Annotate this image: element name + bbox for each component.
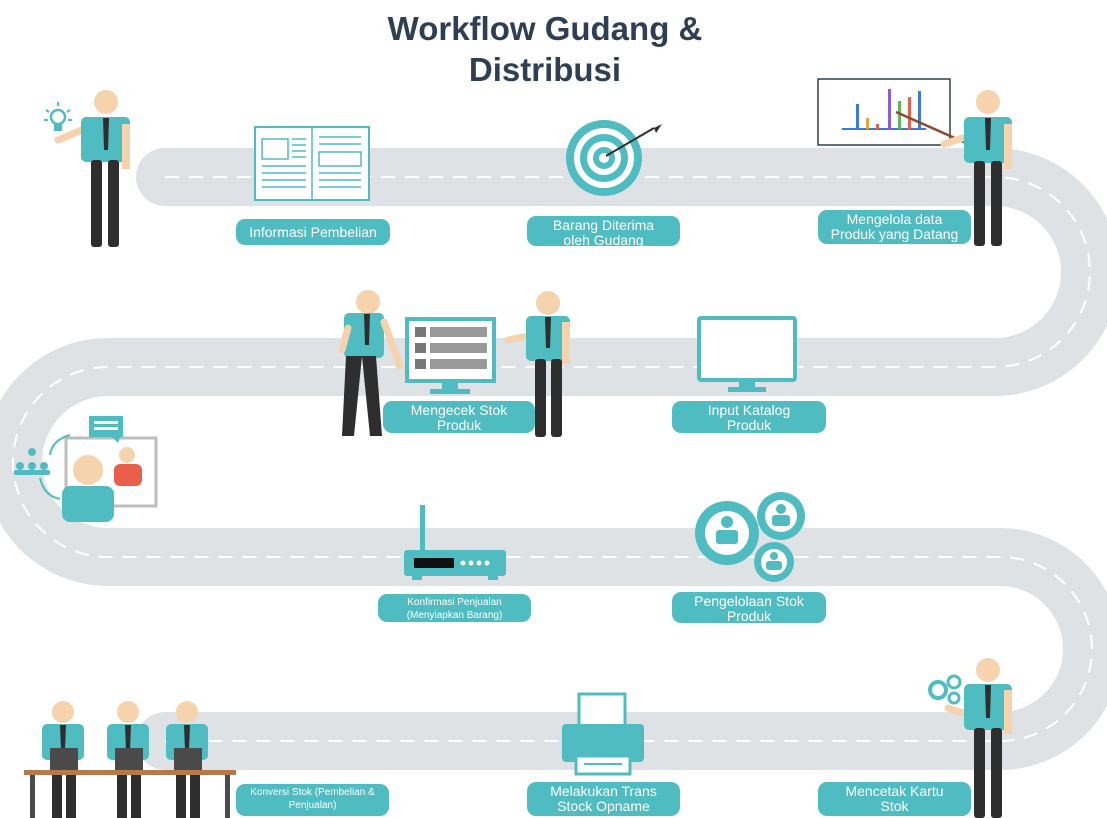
- step-label-konversi-stok: Konversi Stok (Pembelian & Penjualan): [236, 784, 389, 816]
- person-figure-standing: [504, 291, 570, 437]
- target-icon: [566, 120, 662, 196]
- gears-icon: [928, 674, 962, 705]
- step-label-barang-diterima: Barang Diterima oleh Gudang: [527, 216, 680, 246]
- gear-team-icon: [695, 492, 805, 582]
- step-label-konfirmasi-penjualan: Konfirmasi Penjualan (Menyiapkan Barang): [378, 594, 531, 622]
- monitor-icon: [697, 316, 797, 392]
- road-dashes: [12, 176, 1093, 742]
- step-label-mengecek-stok: Mengecek Stok Produk: [383, 401, 535, 433]
- step-label-pengelolaan-stok: Pengelolaan Stok Produk: [672, 592, 826, 623]
- person-figure-walking: [338, 290, 404, 436]
- document-icon: [254, 126, 370, 201]
- lightbulb-icon: [44, 102, 72, 131]
- monitor-list-icon: [405, 317, 496, 394]
- printer-icon: [562, 692, 644, 776]
- chart-board-icon: [817, 78, 967, 146]
- person-figure-bottom-right: [944, 658, 1012, 818]
- diagram-title: Workflow Gudang & Distribusi: [300, 8, 790, 90]
- step-label-input-katalog: Input Katalog Produk: [672, 401, 826, 433]
- router-icon: [404, 505, 506, 580]
- team-at-desk-icon: [24, 701, 236, 818]
- video-call-icon: [14, 416, 158, 522]
- step-label-informasi-pembelian: Informasi Pembelian: [236, 219, 390, 245]
- step-label-stock-opname: Melakukan Trans Stock Opname: [527, 782, 680, 816]
- person-figure-top-left: [54, 90, 130, 247]
- title-line-2: Distribusi: [468, 51, 622, 88]
- step-label-mencetak-kartu-stok: Mencetak Kartu Stok: [818, 782, 971, 816]
- title-line-1: Workflow Gudang &: [387, 10, 703, 47]
- person-figure-top-right: [940, 90, 1012, 246]
- step-label-mengelola-data: Mengelola data Produk yang Datang: [818, 210, 971, 244]
- road-path: [0, 148, 1107, 770]
